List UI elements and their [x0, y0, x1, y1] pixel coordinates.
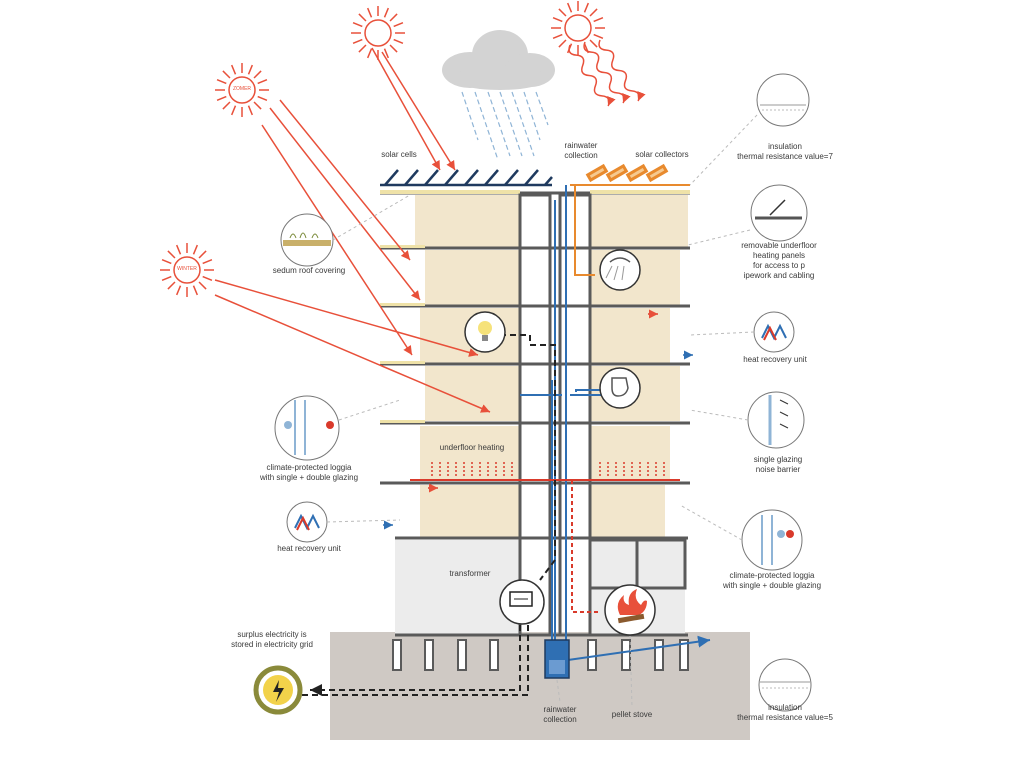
- solar-collectors-label: solar collectors: [635, 150, 688, 159]
- heating-pipes: [410, 479, 680, 613]
- cloud-icon: [442, 30, 555, 90]
- heat-recovery-left-label: heat recovery unit: [277, 544, 341, 553]
- rainwater-collection-bottom-line1: rainwater: [544, 705, 577, 714]
- loggia-right-callout: [679, 504, 803, 571]
- sun-winter-label: WINTER: [177, 266, 197, 272]
- loggia-left-callout: [274, 395, 401, 461]
- water-pipes: [520, 185, 711, 661]
- insulation-bottom-callout: [758, 658, 812, 712]
- bottom-leader-lines: [556, 635, 633, 708]
- rainwater-collection-top-line1: rainwater: [565, 141, 598, 150]
- loggia-right-line1: climate-protected loggia: [730, 571, 815, 580]
- transformer-icon: [499, 579, 545, 625]
- loggia-left-line1: climate-protected loggia: [267, 463, 352, 472]
- removable-underfloor-line1: removable underfloor: [741, 241, 817, 250]
- sedum-roof-label: sedum roof covering: [273, 266, 345, 275]
- sun-zomer-label: ZOMER: [233, 86, 251, 92]
- shower-icon: [599, 249, 641, 291]
- insulation-top-line2: thermal resistance value=7: [737, 152, 833, 161]
- solar-cells-array: [380, 169, 553, 187]
- heat-recovery-right-label: heat recovery unit: [743, 355, 807, 364]
- surplus-electricity-line1: surplus electricity is: [237, 630, 306, 639]
- underfloor-panel-callout: [687, 184, 808, 246]
- toilet-icon: [599, 367, 641, 409]
- rainwater-tank: [544, 639, 570, 679]
- loggia-left-line2: with single + double glazing: [259, 473, 358, 482]
- sedum-roof-callout: [280, 194, 411, 267]
- underfloor-heating-label: underfloor heating: [440, 443, 505, 452]
- removable-underfloor-line2: heating panels: [753, 251, 805, 260]
- removable-underfloor-line3: for access to p: [753, 261, 806, 270]
- lightbulb-icon: [464, 311, 506, 353]
- removable-underfloor-line4: ipework and cabling: [744, 271, 815, 280]
- transformer-label: transformer: [450, 569, 491, 578]
- sun-icon-zomer: [215, 63, 269, 117]
- suns: [160, 1, 605, 297]
- building-left-wing: [395, 195, 520, 635]
- rainwater-collection-bottom-line2: collection: [543, 715, 576, 724]
- pellet-stove-label: pellet stove: [612, 710, 653, 719]
- sun-icon-top-left: [351, 6, 405, 60]
- sun-rays: [214, 47, 491, 413]
- foundation-piles: [392, 639, 689, 671]
- sun-icon-winter: [160, 243, 214, 297]
- slab-insulation-bands: [380, 190, 690, 423]
- central-core: [518, 193, 592, 637]
- solar-collector-pipe: [574, 185, 595, 276]
- heat-recovery-icon: [689, 311, 795, 353]
- single-glazing-line1: single glazing: [754, 455, 802, 464]
- ventilation-arrows: [383, 309, 693, 530]
- rainwater-collection-top-line2: collection: [564, 151, 597, 160]
- sun-wavy-rays: [568, 39, 646, 107]
- single-glazing-line2: noise barrier: [756, 465, 801, 474]
- solar-cells-label: solar cells: [381, 150, 417, 159]
- fire-icon: [604, 584, 656, 636]
- surplus-electricity-line2: stored in electricity grid: [231, 640, 313, 649]
- rain: [461, 91, 549, 161]
- insulation-bottom-line2: thermal resistance value=5: [737, 713, 833, 722]
- sun-icon-top-right: [551, 1, 605, 55]
- lightning-icon: [253, 665, 303, 715]
- electric-line: [300, 334, 558, 696]
- insulation-bottom-line1: insulation: [768, 703, 802, 712]
- solar-collectors-array: [570, 163, 690, 186]
- heat-recovery-icon-left: [286, 501, 401, 543]
- insulation-top-line1: insulation: [768, 142, 802, 151]
- single-glazing-callout: [689, 391, 805, 449]
- insulation-top-callout: [689, 73, 810, 186]
- loggia-right-line2: with single + double glazing: [722, 581, 821, 590]
